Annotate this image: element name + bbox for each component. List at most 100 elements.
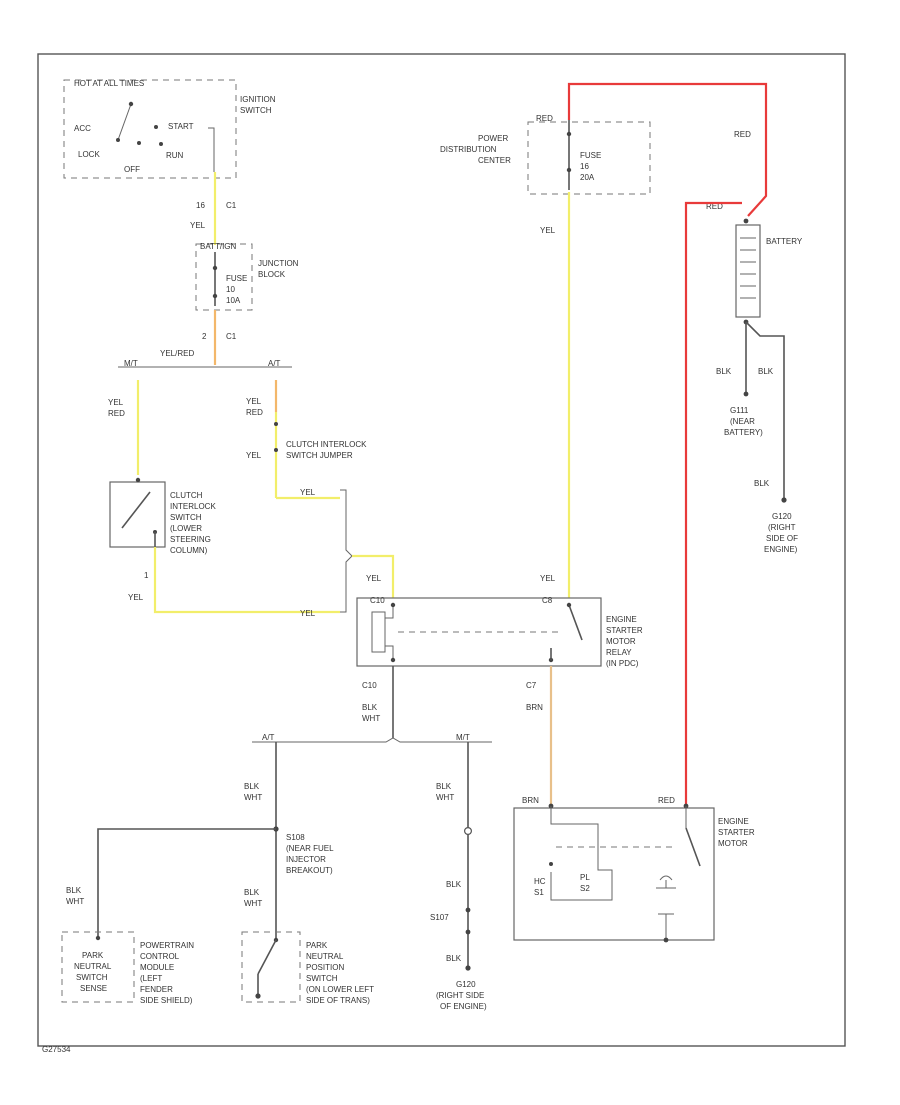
battery-wire-g: BLK [754, 479, 770, 488]
jumper-name-1: CLUTCH INTERLOCK [286, 440, 367, 449]
clutch-label-6: COLUMN) [170, 546, 208, 555]
pdc-wire-out: YEL [540, 226, 556, 235]
figure-code: G27534 [42, 1045, 71, 1054]
relay-wire-out-1: BLK [362, 703, 378, 712]
ign-out-conn: C1 [226, 201, 237, 210]
splice-left-s2: (NEAR FUEL [286, 844, 334, 853]
connector-circle [464, 826, 473, 835]
left-branch-w2: RED [108, 409, 125, 418]
clutch-label-1: CLUTCH [170, 491, 203, 500]
relay-wire-out-2: WHT [362, 714, 380, 723]
jumper-name-2: SWITCH JUMPER [286, 451, 353, 460]
engine-starter-motor: BRN RED HC S1 PL S2 ENGINE STARTER MOTOR [513, 796, 755, 943]
pcm-p1: PARK [82, 951, 104, 960]
wire-clutch-out [153, 547, 340, 614]
ignition-run: RUN [166, 151, 184, 160]
starter-s2: S2 [580, 884, 590, 893]
right-gnd-w4: BLK [446, 954, 462, 963]
pnp-w2: WHT [244, 899, 262, 908]
diagram-frame [37, 53, 846, 1047]
clutch-interlock-switch: CLUTCH INTERLOCK SWITCH (LOWER STEERING … [109, 477, 216, 555]
relay-label-2: STARTER [606, 626, 643, 635]
power-distribution-center: RED POWER DISTRIBUTION CENTER FUSE 16 20… [440, 114, 651, 195]
battery-g4-1: G120 [772, 512, 792, 521]
pcm-n5: FENDER [140, 985, 173, 994]
pcm-p2: NEUTRAL [74, 962, 112, 971]
relay-conn-out: C10 [362, 681, 377, 690]
splice-left-s3: INJECTOR [286, 855, 326, 864]
starter-name-3: MOTOR [718, 839, 748, 848]
pcm-n6: SIDE SHIELD) [140, 996, 193, 1005]
splice-left: M/T [124, 359, 138, 368]
starter-pl: PL [580, 873, 590, 882]
lower-splice-right: M/T [456, 733, 470, 742]
splice-left-s4: BREAKOUT) [286, 866, 333, 875]
pdc-name-1: POWER [478, 134, 508, 143]
relay-label-5: (IN PDC) [606, 659, 639, 668]
junction-pin: 2 [202, 332, 207, 341]
ignition-name-2: SWITCH [240, 106, 272, 115]
pdc-fuse-1: FUSE [580, 151, 601, 160]
battery-gnd-2: (NEAR [730, 417, 755, 426]
ignition-hot-label: HOT AT ALL TIMES [74, 79, 144, 88]
wire-red-battery-starter [684, 201, 742, 805]
pcm-side-w1: BLK [66, 886, 82, 895]
junction-fuse-2: 10 [226, 285, 235, 294]
clutch-pin: 1 [144, 571, 149, 580]
starter-s1: S1 [534, 888, 544, 897]
starter-name-2: STARTER [718, 828, 755, 837]
pnp-n3: POSITION [306, 963, 344, 972]
relay-pin-out-2: C7 [526, 681, 537, 690]
splice-wire: YEL/RED [160, 349, 194, 358]
battery-g2: BLK [758, 367, 774, 376]
pnp-w1: BLK [244, 888, 260, 897]
wire-into-relay [352, 554, 395, 598]
battery-g4-3: SIDE OF [766, 534, 798, 543]
pdc-wire-in: RED [536, 114, 553, 123]
starter-name-1: ENGINE [718, 817, 749, 826]
relay-in-wire: YEL [366, 574, 382, 583]
battery-wire-top: RED [734, 130, 751, 139]
pcm-p4: SENSE [80, 984, 107, 993]
pcm-p3: SWITCH [76, 973, 108, 982]
ignition-switch: HOT AT ALL TIMES IGNITION SWITCH ACC STA… [63, 79, 276, 179]
right-gnd-g1: G120 [456, 980, 476, 989]
junction-conn: C1 [226, 332, 237, 341]
left-branch-w1: YEL [108, 398, 124, 407]
splice-left-w1: BLK [244, 782, 260, 791]
junction-name-2: BLOCK [258, 270, 286, 279]
relay-wire-in: YEL [540, 574, 556, 583]
ignition-lock: LOCK [78, 150, 100, 159]
right-gnd-w3: BLK [446, 880, 462, 889]
wire-red-pdc-battery [567, 82, 768, 217]
pcm-n2: CONTROL [140, 952, 180, 961]
relay-label-3: MOTOR [606, 637, 636, 646]
relay-in-pin-left: C10 [370, 596, 385, 605]
battery-name: BATTERY [766, 237, 803, 246]
junction-fuse-1: FUSE [226, 274, 247, 283]
clutch-label-5: STEERING [170, 535, 211, 544]
starter-hc: HC [534, 877, 546, 886]
clutch-label-3: SWITCH [170, 513, 202, 522]
battery: BATTERY RED [706, 202, 803, 325]
ignition-start: START [168, 122, 194, 131]
right-branch-w3: YEL [246, 451, 262, 460]
pcm-n4: (LEFT [140, 974, 162, 983]
ignition-off: OFF [124, 165, 140, 174]
clutch-label-2: INTERLOCK [170, 502, 216, 511]
clutch-wire-join: YEL [300, 609, 316, 618]
right-gnd-g2: (RIGHT SIDE [436, 991, 484, 1000]
ignition-acc: ACC [74, 124, 91, 133]
lower-splice-left: A/T [262, 733, 275, 742]
relay-wire-out-3: BRN [526, 703, 543, 712]
junction-name-1: JUNCTION [258, 259, 299, 268]
junction-top: BATT/IGN [200, 242, 237, 251]
right-branch-w2: RED [246, 408, 263, 417]
pcm-side-w2: WHT [66, 897, 84, 906]
pnp-n2: NEUTRAL [306, 952, 344, 961]
jumper-wire: YEL [300, 488, 316, 497]
right-gnd-g3: OF ENGINE) [440, 1002, 487, 1011]
park-neutral-position-switch: BLK WHT PARK NEUTRAL POSITION SWITCH (ON… [241, 888, 374, 1005]
pdc-fuse-2: 16 [580, 162, 589, 171]
